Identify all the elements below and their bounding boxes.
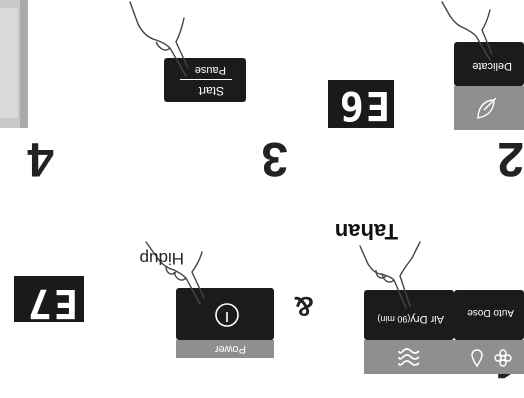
ampersand-symbol: &	[293, 291, 314, 322]
auto-dose-label: Auto Dose	[467, 307, 514, 318]
air-dry-label: Air Dry(90 min)	[377, 313, 444, 325]
hand-pointer-icon-start	[129, 1, 189, 77]
step-4-number: 4	[27, 132, 54, 185]
hand-pointer-icon-delicate	[441, 1, 493, 61]
power-on-label: Hidup	[139, 249, 184, 268]
hold-label: Tahan	[334, 219, 398, 244]
auto-dose-panel-foot	[454, 340, 524, 374]
leaf-icon	[477, 97, 497, 119]
hand-pointer-icon	[359, 241, 421, 309]
step-3-number: 3	[261, 132, 288, 185]
flower-icon	[494, 349, 512, 367]
error-code-e7: E7	[25, 280, 78, 326]
power-icon	[215, 303, 239, 327]
power-label: Power	[214, 343, 246, 355]
air-dry-icon	[398, 348, 420, 366]
machine-door-image	[0, 0, 28, 128]
pause-label: Pause	[194, 64, 226, 76]
error-code-e6: E6	[337, 82, 390, 128]
step-2-number: 2	[497, 132, 524, 185]
hand-pointer-icon-power	[145, 241, 205, 305]
start-pause-divider	[180, 79, 232, 80]
start-label: Start	[198, 84, 224, 98]
drop-icon	[471, 349, 483, 368]
